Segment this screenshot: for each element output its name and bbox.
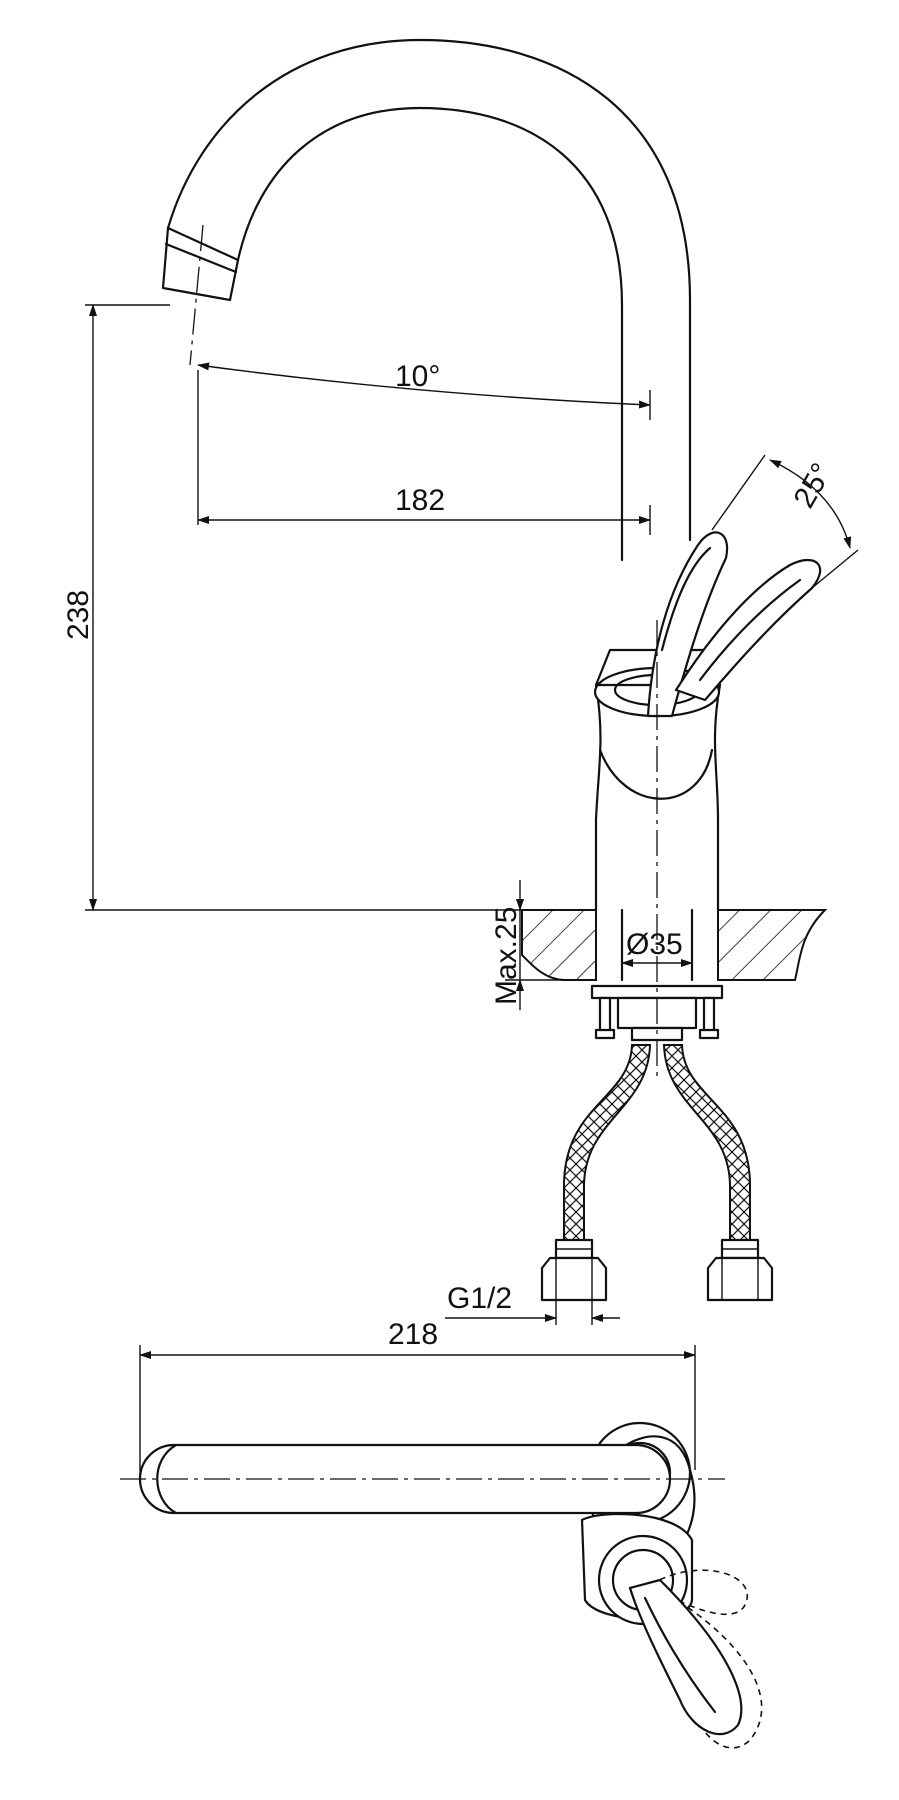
lever-handle: [646, 531, 822, 718]
label-lever-angle: 25°: [787, 458, 838, 514]
label-connection-thread: G1/2: [447, 1282, 512, 1315]
label-mounting-hole: Ø35: [626, 928, 683, 961]
plan-lever-open-position: [649, 1569, 748, 1615]
spout-outlet-axis: [189, 224, 204, 366]
spout: [161, 38, 692, 562]
label-spout-angle: 10°: [395, 360, 440, 393]
hose-fittings: [540, 1238, 774, 1302]
dimensions: 10° 182 238 25° Max.25: [62, 304, 859, 1480]
dimension-total-height: 238: [62, 304, 522, 911]
dimension-spout-reach: 182: [197, 370, 651, 535]
dimension-spout-angle: 10°: [197, 360, 651, 420]
countertop: [521, 908, 828, 982]
label-spout-reach: 182: [395, 484, 445, 517]
label-plan-length: 218: [388, 1318, 438, 1351]
dimension-connection-thread: G1/2: [445, 1282, 620, 1325]
elevation-view: [161, 38, 828, 1302]
dimension-mounting-hole: Ø35: [621, 928, 693, 967]
plan-lever: [628, 1578, 743, 1736]
plan-view: [120, 1421, 763, 1749]
label-counter-thickness: Max.25: [490, 907, 523, 1005]
dimension-counter-thickness: Max.25: [490, 880, 565, 1010]
dimension-plan-length: 218: [139, 1318, 696, 1480]
label-total-height: 238: [62, 590, 95, 640]
